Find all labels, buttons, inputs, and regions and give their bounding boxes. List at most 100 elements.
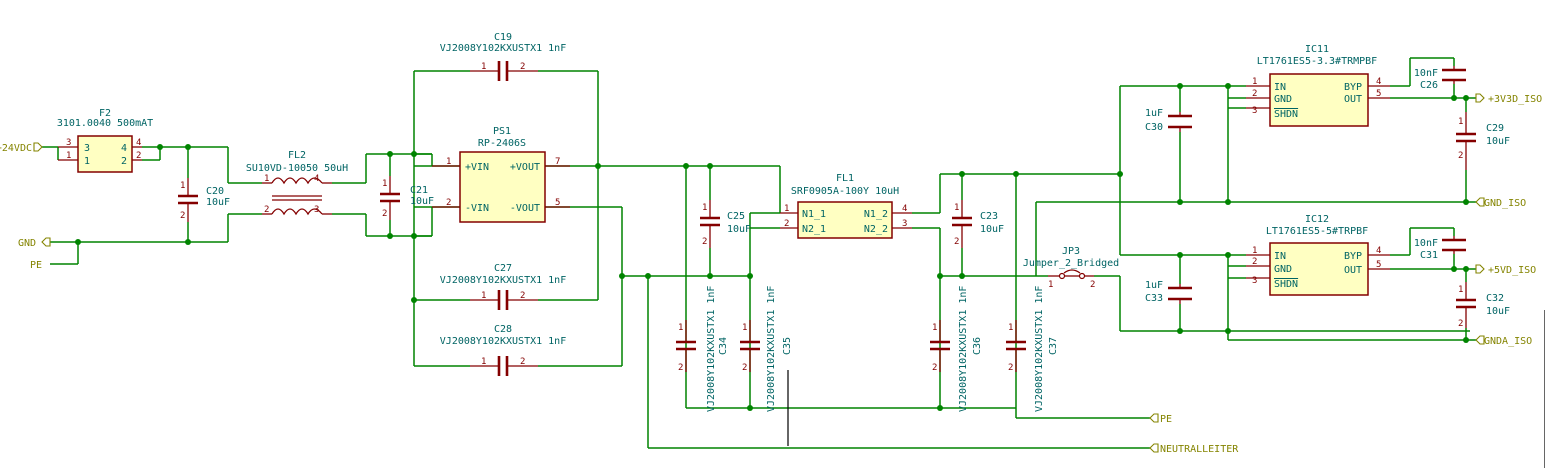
net-label-gnd-iso[interactable]: GND_ISO (1475, 197, 1526, 209)
capacitor-c23[interactable]: 1 2 C23 10uF (952, 200, 1004, 248)
jumper-jp3[interactable]: 1 2 JP3 Jumper_2_Bridged (1023, 246, 1119, 290)
svg-text:5: 5 (1376, 89, 1381, 99)
capacitor-c29[interactable]: 1 2 C29 10uF (1456, 112, 1510, 170)
svg-text:1: 1 (954, 203, 959, 213)
svg-text:JP3: JP3 (1062, 246, 1080, 257)
svg-text:NEUTRALLEITER: NEUTRALLEITER (1160, 444, 1239, 455)
capacitor-c30[interactable]: 1uF C30 (1145, 108, 1192, 133)
capacitor-c31[interactable]: 10nF C31 (1414, 236, 1466, 261)
svg-text:RP-2406S: RP-2406S (478, 138, 526, 149)
svg-text:1: 1 (481, 357, 486, 367)
net-label-gnda-iso[interactable]: GNDA_ISO (1475, 335, 1532, 347)
svg-text:LT1761ES5-5#TRPBF: LT1761ES5-5#TRPBF (1266, 226, 1368, 237)
svg-text:1uF: 1uF (1145, 108, 1163, 119)
svg-text:2: 2 (1252, 89, 1257, 99)
svg-text:1: 1 (446, 157, 451, 167)
dcdc-ps1[interactable]: PS1 RP-2406S 1 2 7 5 +VIN -VIN +VOUT -VO… (432, 126, 570, 223)
svg-text:1: 1 (481, 291, 486, 301)
capacitor-c33[interactable]: 1uF C33 (1145, 280, 1192, 304)
svg-text:2: 2 (180, 211, 185, 221)
net-label-pe-out[interactable]: PE (1149, 413, 1172, 425)
svg-text:1: 1 (932, 323, 937, 333)
regulator-ic11[interactable]: IC11 LT1761ES5-3.3#TRMPBF 1 2 3 4 5 IN G… (1246, 44, 1390, 127)
svg-text:C29: C29 (1486, 123, 1504, 134)
svg-text:2: 2 (1008, 363, 1013, 373)
capacitor-c34[interactable]: 1 2 VJ2008Y102KXUSTX1 1nF C34 (676, 286, 729, 412)
capacitor-c25[interactable]: 1 2 C25 10uF (700, 200, 751, 248)
svg-text:FL1: FL1 (836, 173, 854, 184)
svg-text:2: 2 (264, 205, 269, 215)
net-label-3v3d-iso[interactable]: +3V3D_ISO (1475, 93, 1542, 105)
svg-text:-VIN: -VIN (465, 203, 489, 214)
capacitor-c20[interactable]: 1 2 C20 10uF (178, 178, 230, 222)
svg-text:1uF: 1uF (1145, 280, 1163, 291)
svg-text:2: 2 (136, 151, 141, 161)
capacitor-c27[interactable]: 1 2 C27 VJ2008Y102KXUSTX1 1nF (440, 263, 566, 310)
capacitor-c21[interactable]: 1 2 C21 10uF (380, 176, 434, 220)
capacitor-c28[interactable]: 1 2 C28 VJ2008Y102KXUSTX1 1nF (440, 324, 566, 376)
svg-text:5: 5 (555, 198, 560, 208)
capacitor-c32[interactable]: 1 2 C32 10uF (1456, 282, 1510, 329)
svg-text:4: 4 (121, 143, 127, 154)
svg-text:3: 3 (66, 138, 71, 148)
svg-text:PE: PE (1160, 414, 1172, 425)
net-label-5vd-iso[interactable]: +5VD_ISO (1475, 264, 1536, 276)
svg-text:C32: C32 (1486, 293, 1504, 304)
svg-text:2: 2 (1458, 151, 1463, 161)
svg-text:-VOUT: -VOUT (510, 203, 540, 214)
svg-text:1: 1 (678, 323, 683, 333)
choke-fl1[interactable]: FL1 SRF0905A-100Y 10uH 1 2 4 3 N1_1 N2_1… (780, 173, 912, 239)
svg-text:+5VD_ISO: +5VD_ISO (1488, 265, 1536, 276)
capacitor-c36[interactable]: 1 2 VJ2008Y102KXUSTX1 1nF C36 (930, 286, 983, 412)
svg-text:10nF: 10nF (1414, 238, 1438, 249)
svg-text:C30: C30 (1145, 122, 1163, 133)
wires (42, 57, 1476, 449)
svg-text:IC12: IC12 (1305, 214, 1329, 225)
svg-text:VJ2008Y102KXUSTX1 1nF: VJ2008Y102KXUSTX1 1nF (440, 336, 566, 347)
svg-text:2: 2 (446, 198, 451, 208)
svg-text:2: 2 (1458, 319, 1463, 329)
svg-text:1: 1 (84, 156, 90, 167)
svg-text:2: 2 (954, 237, 959, 247)
svg-text:C21: C21 (410, 185, 428, 196)
net-label-gnd[interactable]: GND (18, 237, 51, 249)
net-label-pe-in[interactable]: PE (30, 260, 42, 271)
svg-text:1: 1 (264, 174, 269, 184)
svg-text:2: 2 (520, 291, 525, 301)
svg-text:10uF: 10uF (980, 224, 1004, 235)
svg-text:+24VDC: +24VDC (0, 143, 32, 154)
net-label-24vdc[interactable]: +24VDC (0, 142, 43, 154)
svg-text:C20: C20 (206, 186, 224, 197)
capacitor-c35[interactable]: 1 2 VJ2008Y102KXUSTX1 1nF C35 (740, 286, 793, 412)
svg-text:PS1: PS1 (493, 126, 511, 137)
svg-text:1: 1 (1252, 77, 1257, 87)
capacitor-c26[interactable]: 10nF C26 (1414, 66, 1466, 91)
svg-text:1: 1 (742, 323, 747, 333)
svg-text:GND_ISO: GND_ISO (1484, 198, 1526, 209)
capacitor-c37[interactable]: 1 2 VJ2008Y102KXUSTX1 1nF C37 (1006, 286, 1059, 412)
svg-text:4: 4 (902, 204, 907, 214)
svg-text:OUT: OUT (1344, 94, 1362, 105)
svg-text:2: 2 (678, 363, 683, 373)
svg-text:4: 4 (1376, 77, 1381, 87)
svg-text:N2_2: N2_2 (864, 224, 888, 235)
fuse-f2[interactable]: F2 3101.0040 500mAT 3 4 1 2 3 1 4 2 (57, 108, 153, 173)
svg-text:C26: C26 (1420, 80, 1438, 91)
svg-text:SRF0905A-100Y 10uH: SRF0905A-100Y 10uH (791, 186, 899, 197)
svg-text:1: 1 (1252, 246, 1257, 256)
svg-text:3: 3 (84, 143, 90, 154)
svg-text:1: 1 (66, 151, 71, 161)
svg-text:C23: C23 (980, 211, 998, 222)
regulator-ic12[interactable]: IC12 LT1761ES5-5#TRPBF 1 2 3 4 5 IN GND … (1246, 214, 1390, 296)
svg-text:C37: C37 (1048, 337, 1059, 355)
svg-text:2: 2 (702, 237, 707, 247)
svg-text:BYP: BYP (1344, 251, 1362, 262)
svg-text:VJ2008Y102KXUSTX1 1nF: VJ2008Y102KXUSTX1 1nF (706, 286, 717, 412)
svg-text:GND: GND (1274, 94, 1292, 105)
svg-text:2: 2 (1252, 257, 1257, 267)
capacitor-c19[interactable]: 1 2 C19 VJ2008Y102KXUSTX1 1nF (440, 32, 566, 81)
net-label-neutralleiter[interactable]: NEUTRALLEITER (1149, 443, 1239, 455)
choke-fl2[interactable]: FL2 SU10VD-10050 50uH 1 4 2 3 (246, 150, 348, 216)
svg-text:VJ2008Y102KXUSTX1 1nF: VJ2008Y102KXUSTX1 1nF (440, 275, 566, 286)
